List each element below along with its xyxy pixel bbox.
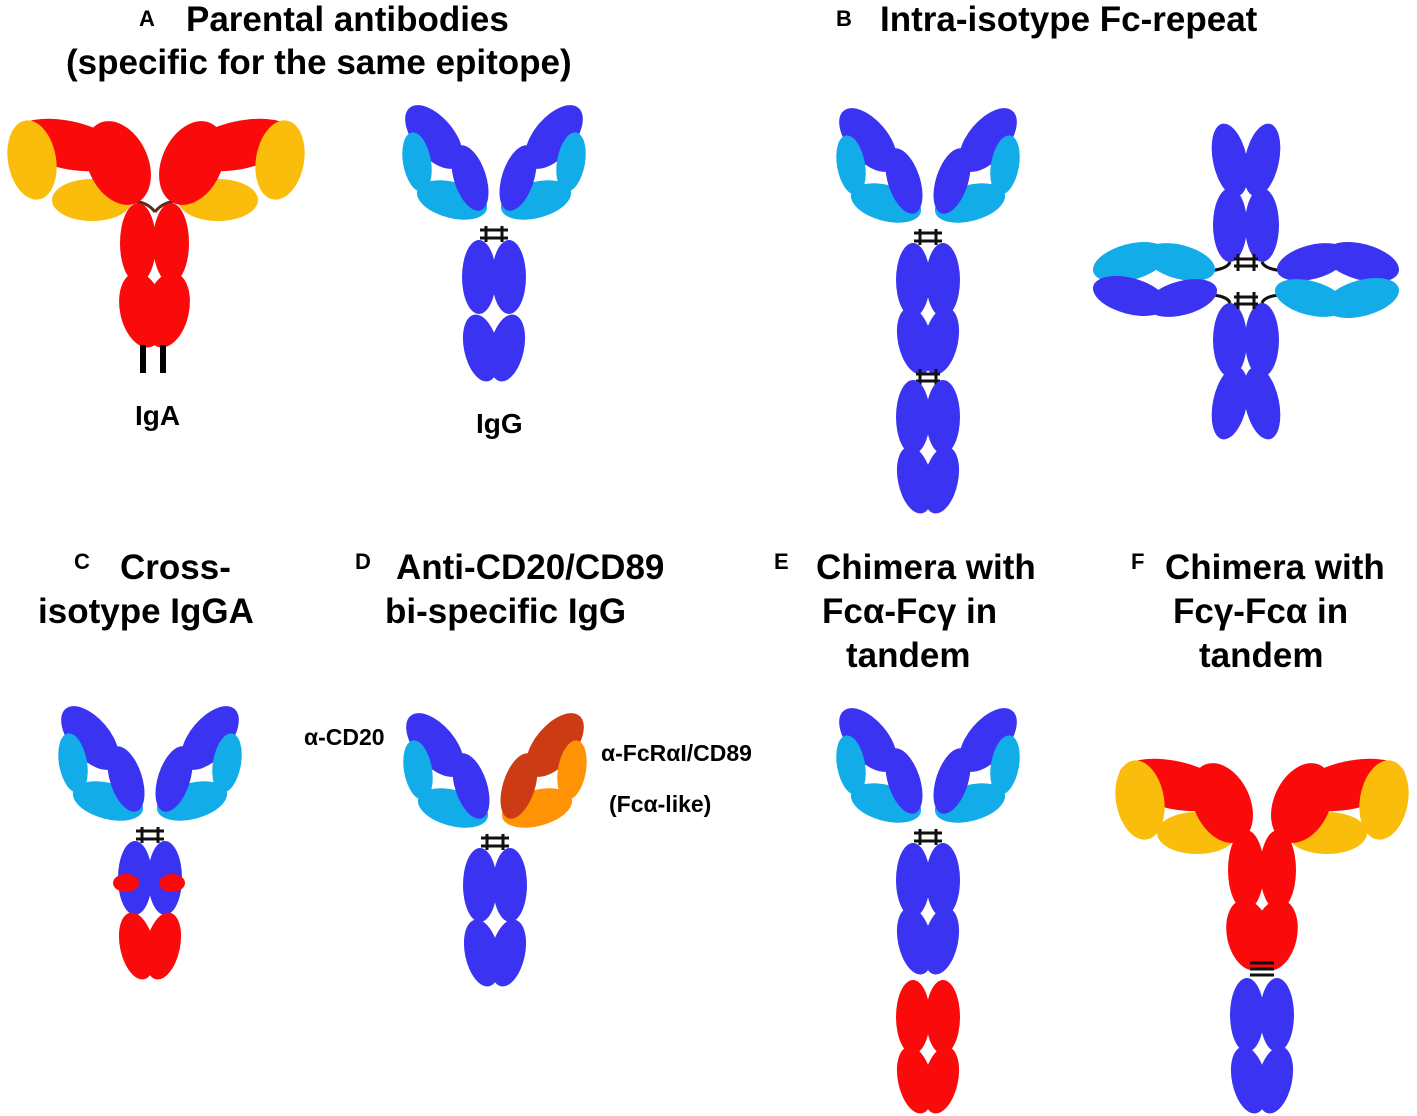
iga-tailpiece-left xyxy=(140,345,146,373)
alpha-cd89-label: α-FcRαI/CD89 xyxy=(601,740,752,766)
iga-patch-right xyxy=(159,874,185,892)
cd89-vl xyxy=(557,740,587,800)
cross-isotype-iggga xyxy=(48,694,252,983)
fca-like-label: (Fcα-like) xyxy=(609,791,712,817)
panel-c-subtitle: isotype IgGA xyxy=(38,592,254,631)
iga-light-vl-right xyxy=(255,120,305,200)
panel-a-letter: A xyxy=(139,6,155,31)
panel-f-subtitle-2: tandem xyxy=(1199,636,1324,675)
igg-antibody xyxy=(392,93,596,385)
iga-antibody xyxy=(7,118,305,373)
iga-ch3-right xyxy=(144,272,190,348)
panel-b-title: Intra-isotype Fc-repeat xyxy=(880,0,1258,39)
iga-heavy-ch1-left xyxy=(85,121,151,205)
panel-a-subtitle: (specific for the same epitope) xyxy=(66,43,572,82)
igg-fc-repeat-cross xyxy=(1093,123,1399,440)
panel-d-title: Anti-CD20/CD89 xyxy=(396,548,665,587)
panel-b-letter: B xyxy=(836,6,852,31)
panel-e-title: Chimera with xyxy=(816,548,1036,587)
iga-ch2-left xyxy=(120,203,156,283)
panel-a-title: Parental antibodies xyxy=(186,0,509,39)
iga-label: IgA xyxy=(135,400,181,431)
panel-d-subtitle: bi-specific IgG xyxy=(385,592,627,631)
panel-f-title: Chimera with xyxy=(1165,548,1385,587)
panel-c-letter: C xyxy=(74,549,90,574)
alpha-cd20-label: α-CD20 xyxy=(304,724,385,750)
igg-fc-repeat-linear xyxy=(826,96,1030,517)
bispecific-igg xyxy=(403,713,587,990)
iga-light-vl-left xyxy=(7,120,57,200)
panel-f-letter: F xyxy=(1131,549,1145,574)
iga-ch2-right xyxy=(153,203,189,283)
chimera-fca-fcg xyxy=(826,696,1030,1116)
cd89-vh xyxy=(526,713,584,777)
iga-heavy-ch1-right xyxy=(159,121,225,205)
panel-e-subtitle-2: tandem xyxy=(846,636,971,675)
iga-tailpiece-right xyxy=(160,345,166,373)
panel-e-subtitle: Fcα-Fcγ in xyxy=(822,592,998,631)
igg-label: IgG xyxy=(476,408,523,439)
cd89-ch1 xyxy=(500,753,538,819)
panel-c-title: Cross- xyxy=(120,548,231,587)
panel-e-letter: E xyxy=(774,549,789,574)
panel-d-letter: D xyxy=(355,549,371,574)
panel-f-subtitle: Fcγ-Fcα in xyxy=(1173,592,1349,631)
iga-patch-left xyxy=(113,874,139,892)
chimera-fcg-fca xyxy=(1115,758,1409,1116)
